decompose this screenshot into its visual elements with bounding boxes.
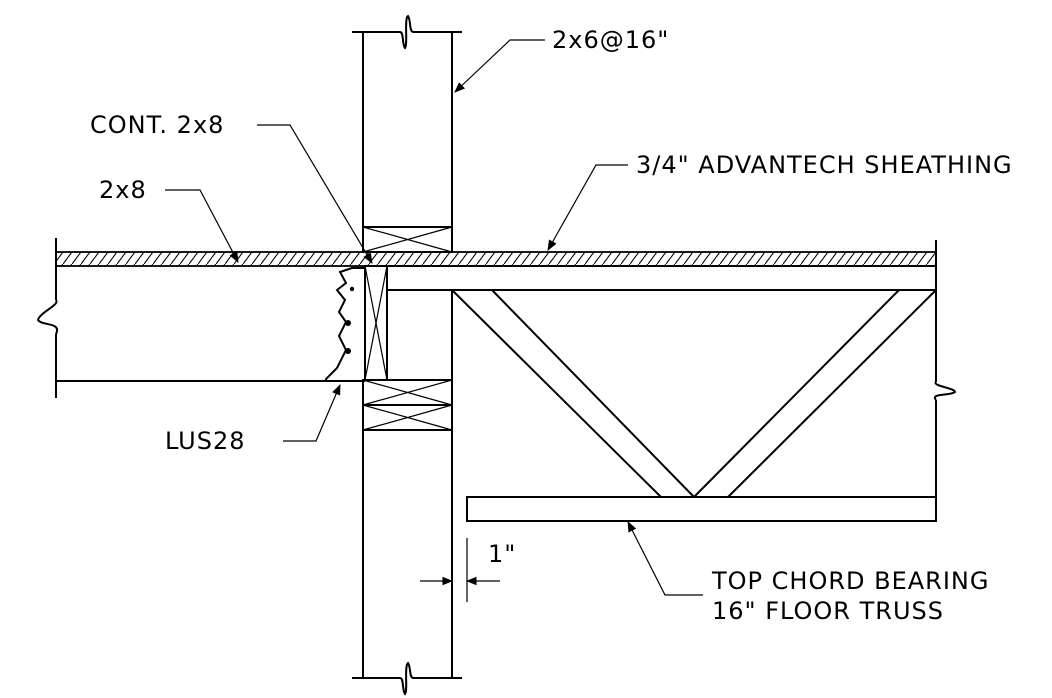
upper-blocking	[362, 226, 453, 253]
joist-2x8	[36, 238, 352, 398]
continuous-2x8-rim	[364, 265, 388, 381]
floor-truss	[386, 240, 957, 522]
wall-stud	[352, 14, 462, 696]
lower-blocking	[362, 379, 453, 431]
gap-dimension: 1"	[420, 538, 516, 602]
hanger-label: LUS28	[165, 427, 246, 455]
joist-label: 2x8	[99, 176, 147, 204]
lus28-hanger	[325, 267, 365, 382]
cont-plate-label: CONT. 2x8	[90, 111, 224, 139]
sheathing-label: 3/4" ADVANTECH SHEATHING	[636, 151, 1013, 179]
leaders	[165, 39, 703, 596]
gap-dimension-label: 1"	[488, 540, 516, 568]
bearing-label-line2: 16" FLOOR TRUSS	[712, 597, 944, 625]
bearing-label-line1: TOP CHORD BEARING	[711, 567, 989, 595]
stud-label: 2x6@16"	[552, 26, 669, 54]
sheathing	[55, 251, 937, 267]
